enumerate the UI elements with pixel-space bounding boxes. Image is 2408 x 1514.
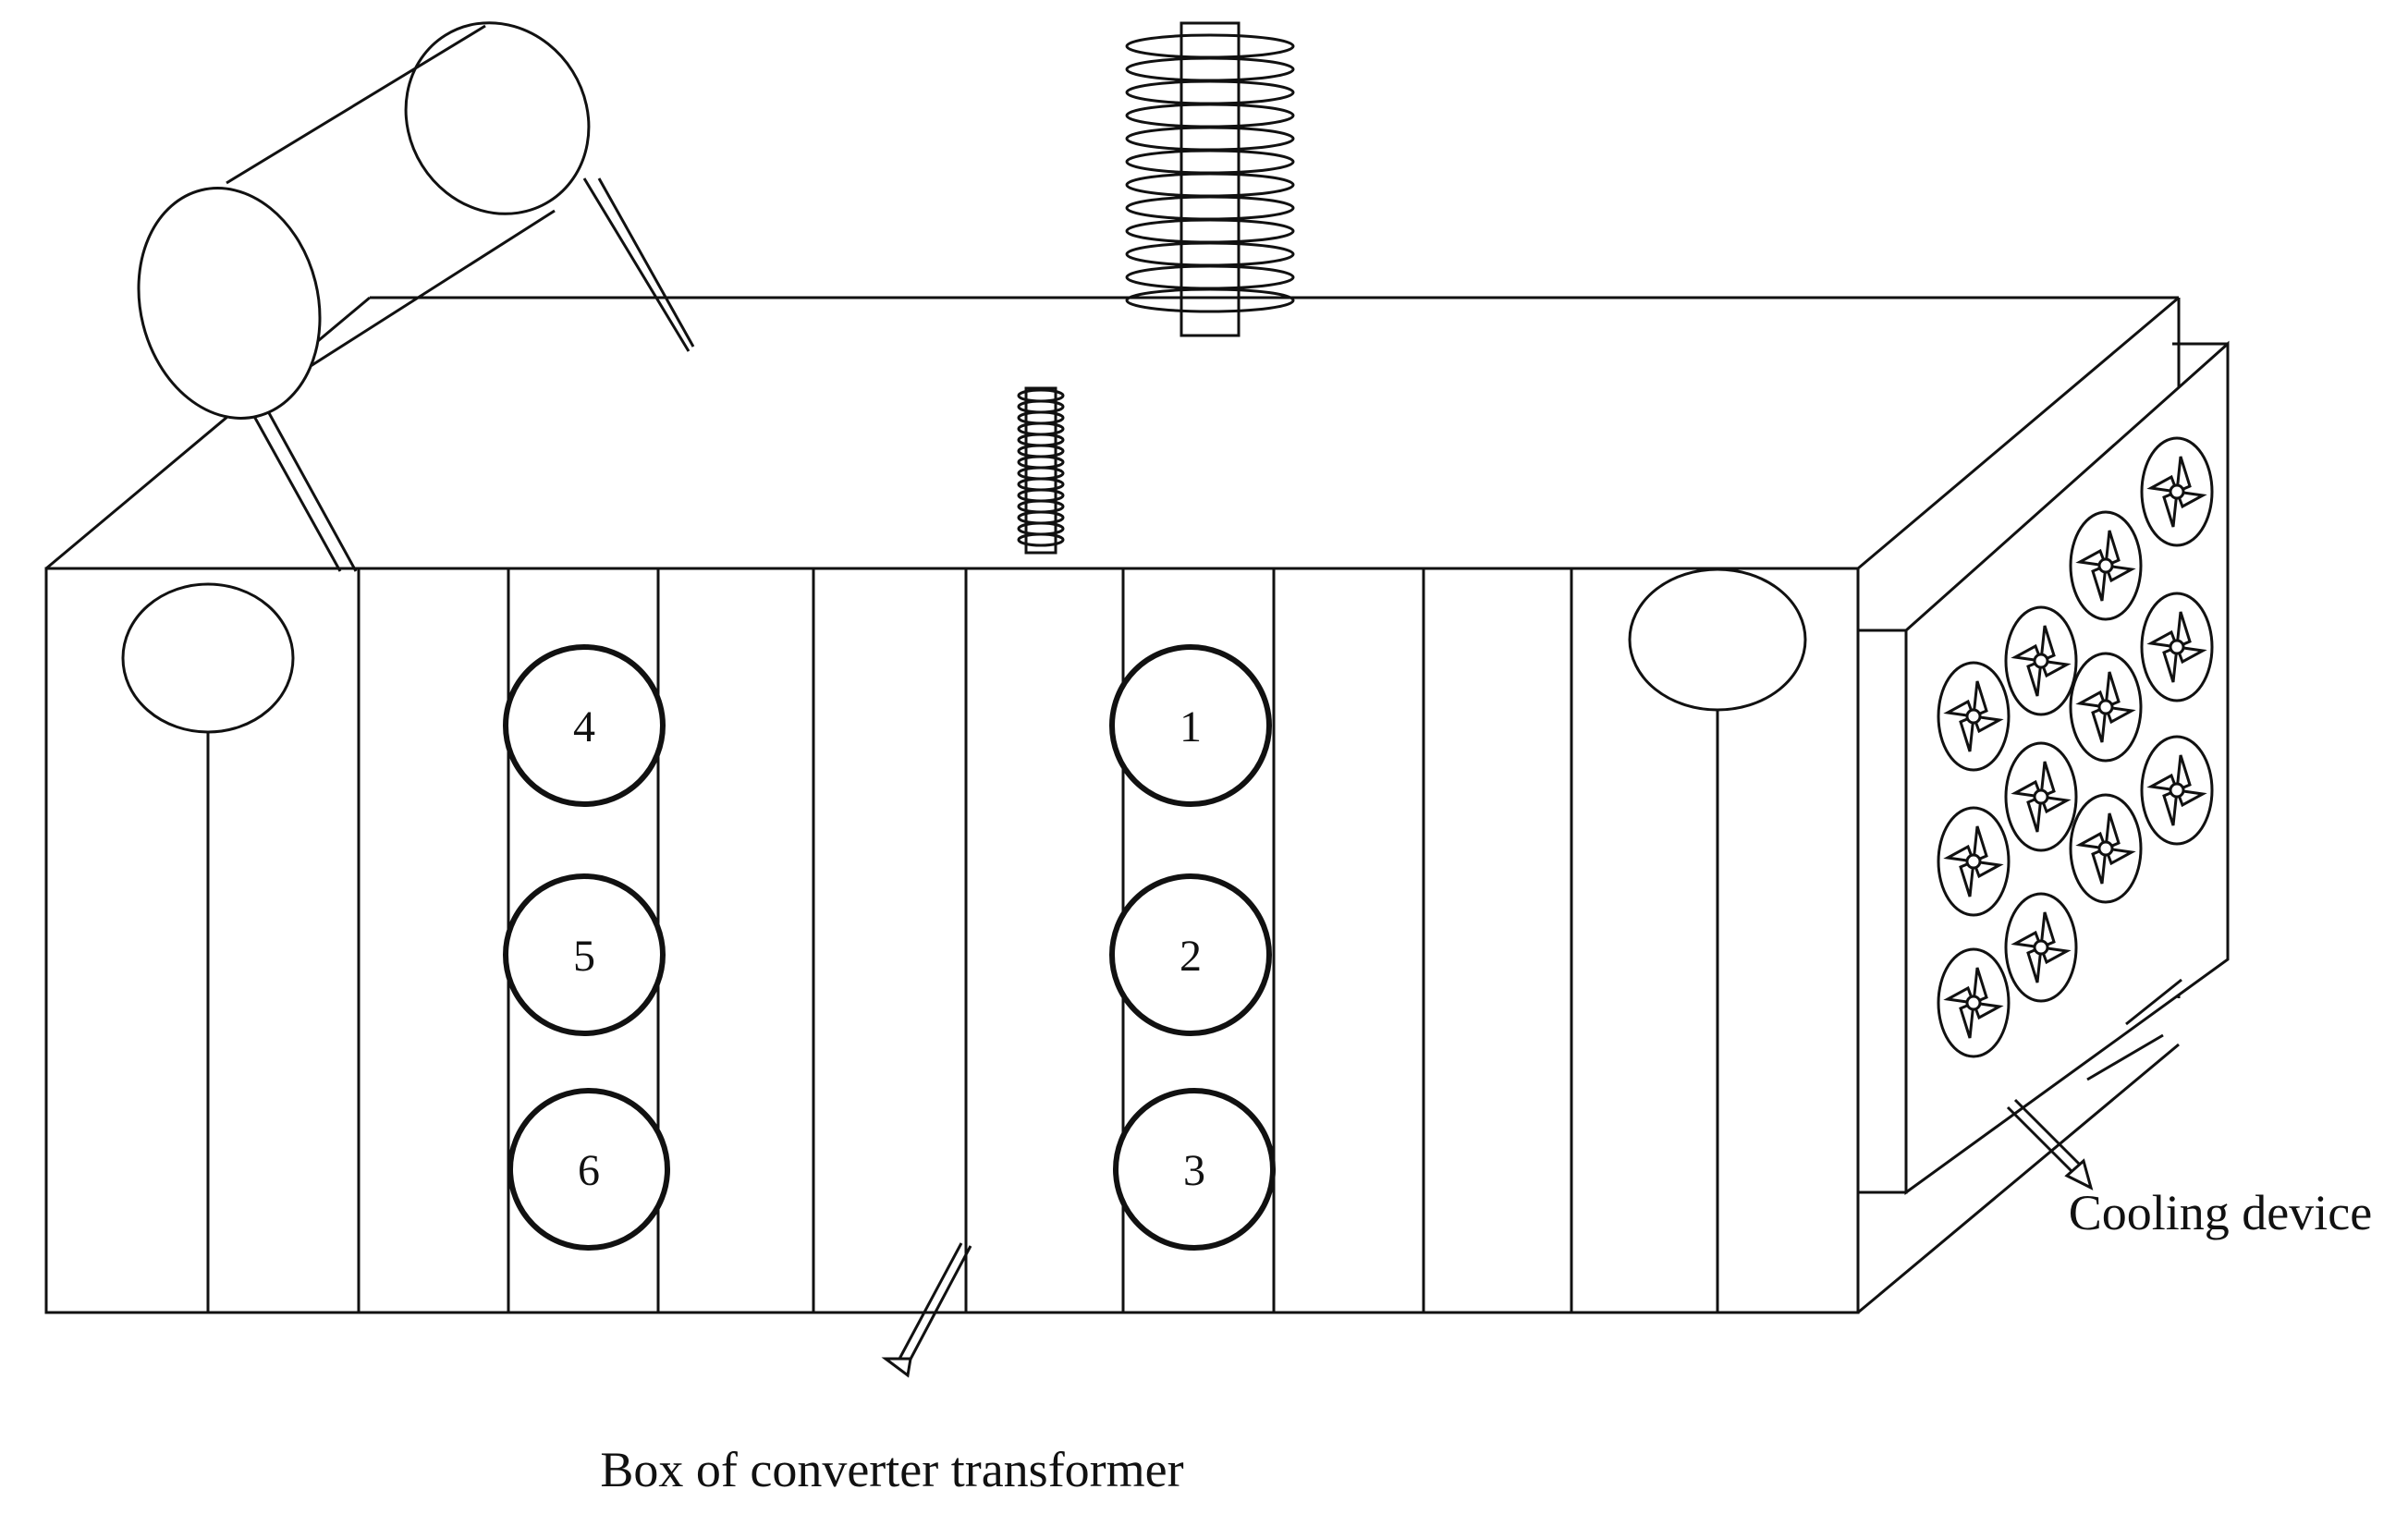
bushing-shed bbox=[1125, 264, 1295, 290]
fan-icon bbox=[2004, 892, 2078, 1003]
small-bushing bbox=[1017, 386, 1065, 555]
bushing-shed bbox=[1125, 218, 1295, 244]
bushing-shed bbox=[1125, 103, 1295, 128]
sensor-4: 4 bbox=[503, 644, 666, 807]
bushing-shed bbox=[1017, 532, 1065, 547]
conservator-tank bbox=[137, 21, 695, 572]
sensor-1: 1 bbox=[1109, 644, 1272, 807]
bushing-shed bbox=[1125, 126, 1295, 152]
bushing-shed bbox=[1125, 241, 1295, 267]
bushing-shed bbox=[1125, 33, 1295, 59]
large-bushing bbox=[1125, 21, 1295, 337]
fan-icon bbox=[2140, 735, 2214, 846]
fan-icon bbox=[2140, 592, 2214, 702]
fan-icon bbox=[2004, 741, 2078, 852]
bushing-shed bbox=[1125, 287, 1295, 313]
fan-icon bbox=[2069, 652, 2143, 763]
right-gauge bbox=[1628, 568, 1807, 1313]
fan-icon bbox=[1937, 661, 2011, 772]
fan-icon bbox=[2140, 436, 2214, 547]
sensor-1-label: 1 bbox=[1180, 702, 1202, 751]
fan-icon bbox=[1937, 806, 2011, 917]
fan-icon bbox=[1937, 947, 2011, 1058]
sensor-6: 6 bbox=[507, 1088, 670, 1251]
box-arrow bbox=[881, 1242, 972, 1378]
bushing-shed bbox=[1125, 195, 1295, 221]
sensor-3-label: 3 bbox=[1183, 1146, 1205, 1195]
bushing-shed bbox=[1125, 56, 1295, 82]
sensor-2-label: 2 bbox=[1180, 932, 1202, 981]
bushing-shed bbox=[1125, 79, 1295, 105]
sensor-3: 3 bbox=[1113, 1088, 1276, 1251]
cooling-device-label: Cooling device bbox=[2069, 1185, 2372, 1240]
sensor-5: 5 bbox=[503, 873, 666, 1036]
box-front-face bbox=[44, 567, 1860, 1314]
bushing-shed bbox=[1125, 149, 1295, 175]
sensor-5-label: 5 bbox=[573, 932, 595, 981]
cooling-arrow bbox=[2006, 1098, 2094, 1190]
fan-icon bbox=[2069, 510, 2143, 621]
left-gauge bbox=[121, 582, 295, 1313]
fan-icon bbox=[2069, 793, 2143, 904]
box-top-face bbox=[45, 296, 2180, 570]
bushing-shed bbox=[1125, 172, 1295, 198]
fan-icon bbox=[2004, 605, 2078, 716]
sensor-2: 2 bbox=[1109, 873, 1272, 1036]
box-label: Box of converter transformer bbox=[600, 1442, 1183, 1497]
sensor-4-label: 4 bbox=[573, 702, 595, 751]
sensor-6-label: 6 bbox=[578, 1146, 600, 1195]
cooling-device bbox=[1858, 340, 2230, 1195]
